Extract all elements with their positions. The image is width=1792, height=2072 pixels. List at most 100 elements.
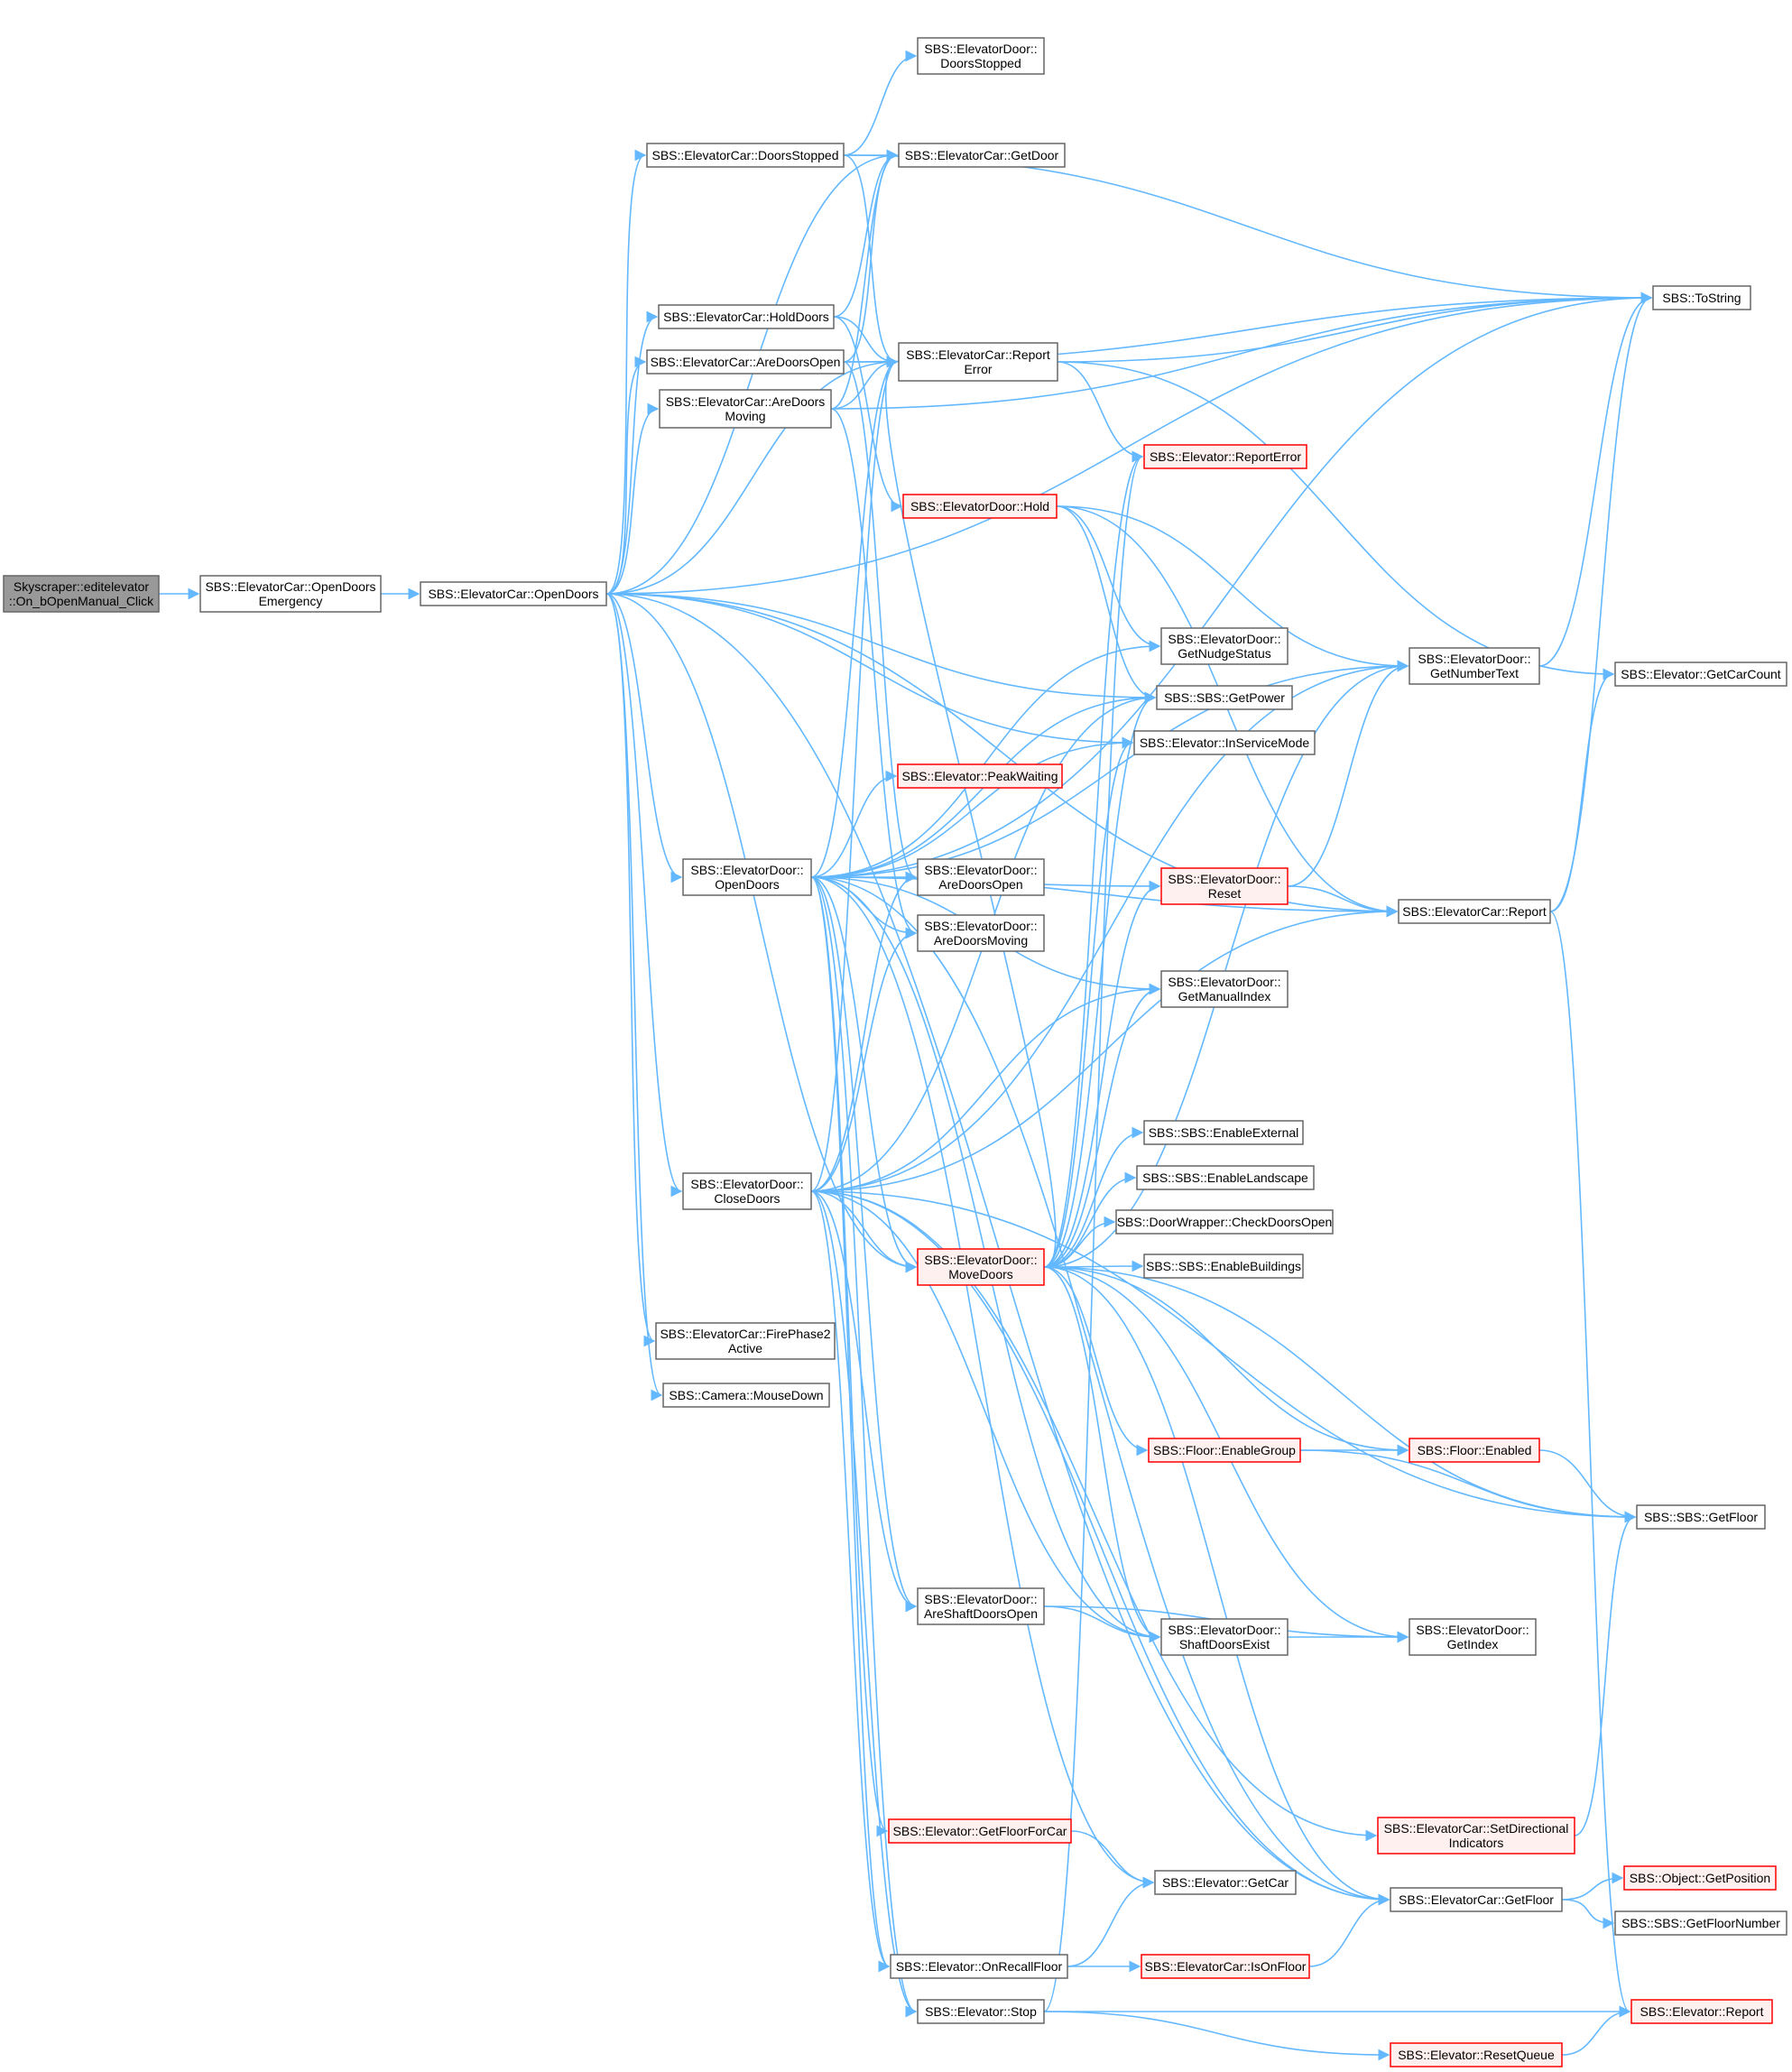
node-n0[interactable]: Skyscraper::editelevator::On_bOpenManual… [3, 575, 160, 613]
node-n10[interactable]: SBS::ToString [1652, 285, 1751, 310]
node-box[interactable] [659, 389, 832, 429]
node-box[interactable] [1390, 2042, 1563, 2067]
node-n29[interactable]: SBS::ElevatorDoor::MoveDoors [917, 1248, 1045, 1286]
node-box[interactable] [1156, 685, 1293, 710]
node-box[interactable] [1409, 647, 1540, 685]
node-box[interactable] [1136, 1165, 1315, 1190]
node-n36[interactable]: SBS::ElevatorDoor::AreShaftDoorsOpen [917, 1587, 1045, 1625]
node-n34[interactable]: SBS::Floor::Enabled [1409, 1438, 1540, 1463]
node-box[interactable] [1636, 1504, 1766, 1530]
node-box[interactable] [898, 342, 1058, 382]
node-n47[interactable]: SBS::Elevator::Stop [917, 1999, 1045, 2024]
node-n32[interactable]: SBS::Camera::MouseDown [662, 1383, 830, 1408]
node-n14[interactable]: SBS::ElevatorDoor::GetNumberText [1409, 647, 1540, 685]
node-n38[interactable]: SBS::ElevatorDoor::GetIndex [1409, 1618, 1537, 1656]
node-box[interactable] [3, 575, 160, 613]
node-box[interactable] [1115, 1209, 1334, 1235]
node-box[interactable] [420, 581, 607, 606]
node-box[interactable] [897, 763, 1063, 789]
node-n33[interactable]: SBS::Floor::EnableGroup [1148, 1438, 1301, 1463]
node-n41[interactable]: SBS::Elevator::GetCar [1154, 1870, 1297, 1895]
node-n46[interactable]: SBS::ElevatorCar::IsOnFloor [1141, 1954, 1310, 1979]
node-box[interactable] [1154, 1870, 1297, 1895]
node-n25[interactable]: SBS::SBS::EnableExternal [1143, 1120, 1304, 1145]
node-box[interactable] [662, 1383, 830, 1408]
node-box[interactable] [917, 1999, 1045, 2024]
node-box[interactable] [917, 1587, 1045, 1625]
node-box[interactable] [898, 143, 1066, 168]
node-box[interactable] [1143, 1120, 1304, 1145]
node-n6[interactable]: SBS::ElevatorCar::HoldDoors [658, 304, 835, 329]
node-box[interactable] [917, 914, 1045, 952]
node-box[interactable] [917, 1248, 1045, 1286]
node-n30[interactable]: SBS::SBS::EnableBuildings [1143, 1253, 1304, 1279]
node-box[interactable] [1630, 1999, 1773, 2024]
node-box[interactable] [1623, 1865, 1777, 1891]
node-box[interactable] [917, 37, 1045, 75]
node-n8[interactable]: SBS::ElevatorCar::AreDoorsMoving [659, 389, 832, 429]
node-box[interactable] [1160, 970, 1289, 1008]
node-box[interactable] [655, 1322, 836, 1360]
node-n39[interactable]: SBS::Elevator::GetFloorForCar [888, 1818, 1072, 1844]
node-n19[interactable]: SBS::ElevatorDoor::OpenDoors [682, 858, 812, 896]
node-n3[interactable]: SBS::ElevatorDoor::DoorsStopped [917, 37, 1045, 75]
node-n35[interactable]: SBS::SBS::GetFloor [1636, 1504, 1766, 1530]
node-n2[interactable]: SBS::ElevatorCar::OpenDoors [420, 581, 607, 606]
node-box[interactable] [1390, 1887, 1563, 1912]
node-n11[interactable]: SBS::Elevator::ReportError [1143, 444, 1307, 469]
node-n5[interactable]: SBS::ElevatorCar::GetDoor [898, 143, 1066, 168]
node-box[interactable] [646, 143, 845, 168]
node-n18[interactable]: SBS::Elevator::PeakWaiting [897, 763, 1063, 789]
node-box[interactable] [1141, 1954, 1310, 1979]
node-n49[interactable]: SBS::Elevator::ResetQueue [1390, 2042, 1563, 2067]
node-n24[interactable]: SBS::ElevatorDoor::GetManualIndex [1160, 970, 1289, 1008]
node-n37[interactable]: SBS::ElevatorDoor::ShaftDoorsExist [1160, 1618, 1289, 1656]
node-n16[interactable]: SBS::SBS::GetPower [1156, 685, 1293, 710]
node-box[interactable] [1143, 444, 1307, 469]
node-n23[interactable]: SBS::ElevatorDoor::AreDoorsMoving [917, 914, 1045, 952]
node-n27[interactable]: SBS::ElevatorDoor::CloseDoors [682, 1172, 812, 1210]
node-box[interactable] [1133, 730, 1316, 755]
node-n21[interactable]: SBS::ElevatorDoor::Reset [1160, 867, 1289, 905]
node-n13[interactable]: SBS::ElevatorDoor::GetNudgeStatus [1160, 627, 1289, 665]
node-box[interactable] [1398, 899, 1551, 924]
node-box[interactable] [890, 1954, 1068, 1979]
node-box[interactable] [682, 1172, 812, 1210]
node-n40[interactable]: SBS::ElevatorCar::SetDirectionalIndicato… [1377, 1817, 1575, 1855]
node-box[interactable] [1652, 285, 1751, 310]
node-n43[interactable]: SBS::ElevatorCar::GetFloor [1390, 1887, 1563, 1912]
node-n15[interactable]: SBS::Elevator::GetCarCount [1614, 661, 1787, 687]
node-n42[interactable]: SBS::Object::GetPosition [1623, 1865, 1777, 1891]
node-box[interactable] [888, 1818, 1072, 1844]
node-box[interactable] [1160, 627, 1289, 665]
node-box[interactable] [1143, 1253, 1304, 1279]
node-box[interactable] [1614, 661, 1787, 687]
node-n44[interactable]: SBS::SBS::GetFloorNumber [1614, 1910, 1787, 1936]
node-box[interactable] [917, 858, 1045, 896]
node-box[interactable] [1160, 867, 1289, 905]
node-box[interactable] [646, 349, 845, 375]
node-n12[interactable]: SBS::ElevatorDoor::Hold [902, 494, 1058, 519]
node-n28[interactable]: SBS::DoorWrapper::CheckDoorsOpen [1115, 1209, 1334, 1235]
node-box[interactable] [658, 304, 835, 329]
node-n20[interactable]: SBS::ElevatorDoor::AreDoorsOpen [917, 858, 1045, 896]
node-n45[interactable]: SBS::Elevator::OnRecallFloor [890, 1954, 1068, 1979]
node-n48[interactable]: SBS::Elevator::Report [1630, 1999, 1773, 2024]
node-box[interactable] [902, 494, 1058, 519]
node-box[interactable] [1614, 1910, 1787, 1936]
node-n9[interactable]: SBS::ElevatorCar::ReportError [898, 342, 1058, 382]
node-n4[interactable]: SBS::ElevatorCar::DoorsStopped [646, 143, 845, 168]
node-box[interactable] [199, 575, 382, 613]
node-n26[interactable]: SBS::SBS::EnableLandscape [1136, 1165, 1315, 1190]
node-n22[interactable]: SBS::ElevatorCar::Report [1398, 899, 1551, 924]
node-n7[interactable]: SBS::ElevatorCar::AreDoorsOpen [646, 349, 845, 375]
node-box[interactable] [682, 858, 812, 896]
node-box[interactable] [1160, 1618, 1289, 1656]
node-box[interactable] [1409, 1618, 1537, 1656]
node-n17[interactable]: SBS::Elevator::InServiceMode [1133, 730, 1316, 755]
node-box[interactable] [1409, 1438, 1540, 1463]
node-box[interactable] [1377, 1817, 1575, 1855]
node-box[interactable] [1148, 1438, 1301, 1463]
